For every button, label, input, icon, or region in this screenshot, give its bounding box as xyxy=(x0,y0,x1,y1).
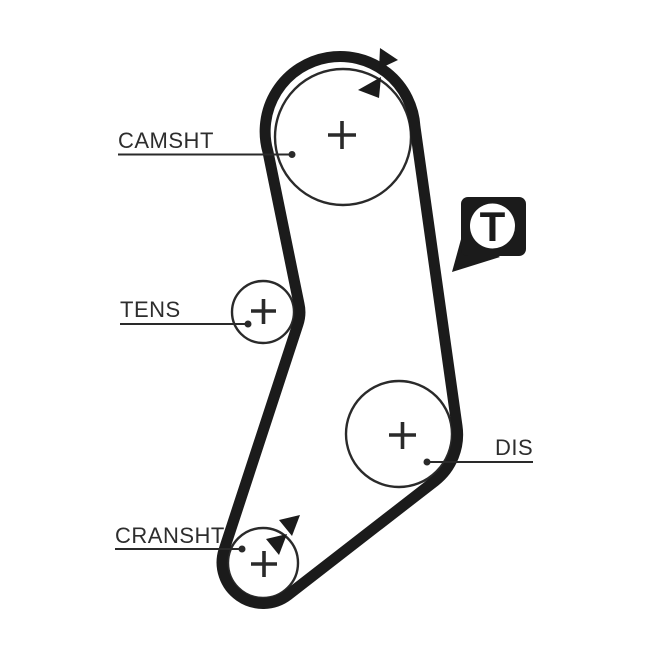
camshaft-center-mark xyxy=(328,121,356,149)
camshaft-timing-arrow-outer-icon xyxy=(379,48,398,69)
tension-badge-circle xyxy=(470,203,515,249)
camshaft-callout: CAMSHT xyxy=(118,128,296,158)
crankshaft-center-mark xyxy=(251,551,277,577)
camshaft-label: CAMSHT xyxy=(118,128,214,153)
tension-badge-icon: T xyxy=(452,197,526,272)
crankshaft-leader-dot xyxy=(238,545,246,553)
crankshaft-timing-arrow-outer-icon xyxy=(279,515,300,536)
crankshaft-callout: CRANSHT xyxy=(115,523,246,553)
crankshaft-label: CRANSHT xyxy=(115,523,225,548)
tensioner-leader-dot xyxy=(244,320,252,328)
timing-belt xyxy=(216,50,464,609)
tensioner-center-mark xyxy=(251,299,276,324)
tensioner-callout: TENS xyxy=(120,297,252,328)
tensioner-pulley xyxy=(230,279,296,345)
distributor-leader-dot xyxy=(423,458,431,466)
crankshaft-timing-arrow-inner-icon xyxy=(266,534,287,555)
distributor-label: DIS xyxy=(495,435,533,460)
camshaft-leader-dot xyxy=(288,151,296,158)
distributor-center-mark xyxy=(389,422,416,449)
camshaft-timing-arrow-inner-icon xyxy=(358,77,381,98)
distributor-pulley xyxy=(344,379,454,489)
distributor-callout: DIS xyxy=(423,435,533,466)
tensioner-label: TENS xyxy=(120,297,181,322)
tension-badge-letter: T xyxy=(480,203,506,250)
